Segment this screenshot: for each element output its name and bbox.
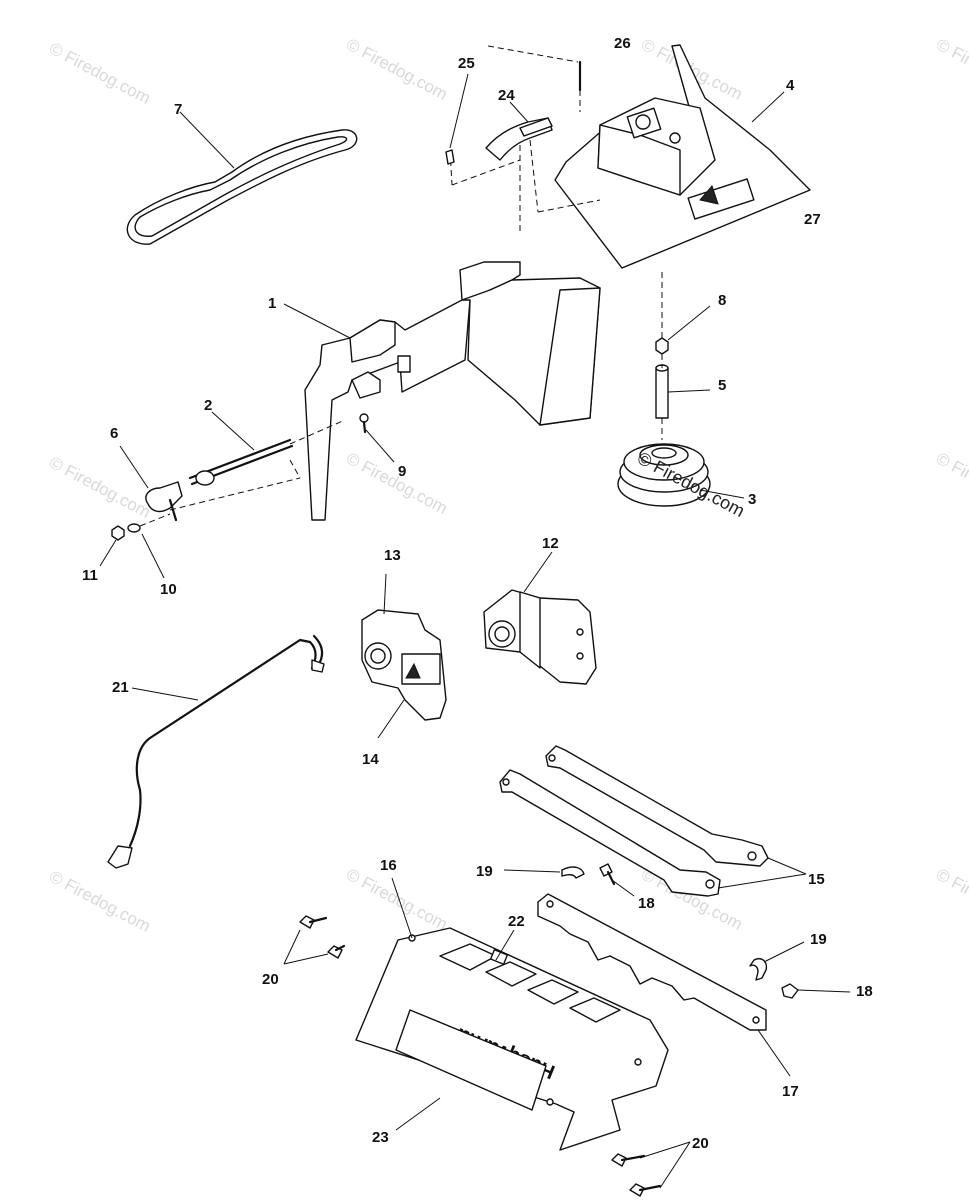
warning-decal-27 bbox=[687, 178, 755, 220]
part-18-pin-upper[interactable] bbox=[599, 863, 635, 897]
label-part-26: 26 bbox=[614, 35, 631, 52]
part-24-bracket[interactable] bbox=[485, 101, 553, 161]
label-part-22: 22 bbox=[508, 913, 525, 930]
label-part-24: 24 bbox=[498, 87, 515, 104]
watermark: © Firedog.com bbox=[343, 449, 451, 518]
part-12-right-bracket[interactable] bbox=[483, 551, 597, 685]
label-part-10: 10 bbox=[160, 581, 177, 598]
part-9-bolt[interactable] bbox=[359, 413, 395, 463]
label-part-14: 14 bbox=[362, 751, 379, 768]
callout-labels: 1 2 3 4 5 6 7 8 9 10 11 12 13 14 15 16 1… bbox=[82, 35, 873, 1152]
label-part-11: 11 bbox=[82, 567, 98, 584]
label-part-12: 12 bbox=[542, 535, 559, 552]
label-part-3: 3 bbox=[748, 491, 756, 508]
watermark: © Firedog.com bbox=[933, 449, 969, 518]
label-part-6: 6 bbox=[110, 425, 118, 442]
part-10-washer[interactable] bbox=[127, 513, 171, 579]
label-part-4: 4 bbox=[786, 77, 795, 94]
part-5-spacer[interactable] bbox=[655, 354, 711, 440]
part-7-belt[interactable] bbox=[126, 111, 358, 245]
watermark: © Firedog.com bbox=[933, 865, 969, 934]
watermark: © Firedog.com bbox=[933, 35, 969, 104]
label-part-21: 21 bbox=[112, 679, 129, 696]
part-20-bolts-lower[interactable] bbox=[611, 1141, 691, 1197]
part-23-panel[interactable] bbox=[395, 1009, 547, 1131]
part-2-control-rod[interactable] bbox=[169, 411, 346, 511]
part-4-cover-plate[interactable] bbox=[554, 44, 811, 269]
warning-decal-14 bbox=[401, 653, 441, 685]
watermark: © Firedog.com bbox=[343, 865, 451, 934]
label-part-15: 15 bbox=[808, 871, 825, 888]
label-part-5: 5 bbox=[718, 377, 726, 394]
label-part-23: 23 bbox=[372, 1129, 389, 1146]
part-11-nut[interactable] bbox=[99, 525, 125, 567]
watermark: © Firedog.com bbox=[46, 867, 154, 936]
part-25-pin[interactable] bbox=[445, 45, 601, 235]
label-part-17: 17 bbox=[782, 1083, 799, 1100]
label-part-8: 8 bbox=[718, 292, 726, 309]
label-part-20-upper: 20 bbox=[262, 971, 279, 988]
label-part-13: 13 bbox=[384, 547, 401, 564]
part-13-left-bracket[interactable] bbox=[361, 573, 447, 739]
label-part-7: 7 bbox=[174, 101, 182, 118]
label-part-19-lower: 19 bbox=[810, 931, 827, 948]
label-part-27: 27 bbox=[804, 211, 821, 228]
part-1-frame[interactable] bbox=[283, 261, 601, 521]
label-part-25: 25 bbox=[458, 55, 475, 72]
part-3-pulley[interactable]: © Firedog.com bbox=[617, 443, 748, 521]
part-17-rail[interactable] bbox=[537, 893, 791, 1077]
label-part-9: 9 bbox=[398, 463, 406, 480]
watermark-layer: © Firedog.com © Firedog.com © Firedog.co… bbox=[46, 35, 969, 936]
label-part-16: 16 bbox=[380, 857, 397, 874]
part-18-pin-lower[interactable] bbox=[781, 983, 851, 999]
part-8-bolt[interactable] bbox=[655, 272, 711, 355]
watermark: © Firedog.com bbox=[343, 35, 451, 104]
part-19-clip-lower[interactable] bbox=[749, 941, 805, 981]
label-part-2: 2 bbox=[204, 397, 212, 414]
label-part-19-upper: 19 bbox=[476, 863, 493, 880]
watermark: © Firedog.com bbox=[46, 453, 154, 522]
label-part-18-upper: 18 bbox=[638, 895, 655, 912]
label-part-18-lower: 18 bbox=[856, 983, 873, 1000]
part-6-grip[interactable] bbox=[119, 445, 183, 522]
label-part-1: 1 bbox=[268, 295, 276, 312]
label-part-20-lower: 20 bbox=[692, 1135, 709, 1152]
part-15-link-arms[interactable] bbox=[499, 745, 807, 897]
part-21-lift-rod[interactable] bbox=[107, 634, 325, 869]
watermark: © Firedog.com bbox=[46, 39, 154, 108]
part-19-clip-upper[interactable] bbox=[503, 866, 585, 879]
part-20-bolts-upper[interactable] bbox=[283, 915, 346, 965]
